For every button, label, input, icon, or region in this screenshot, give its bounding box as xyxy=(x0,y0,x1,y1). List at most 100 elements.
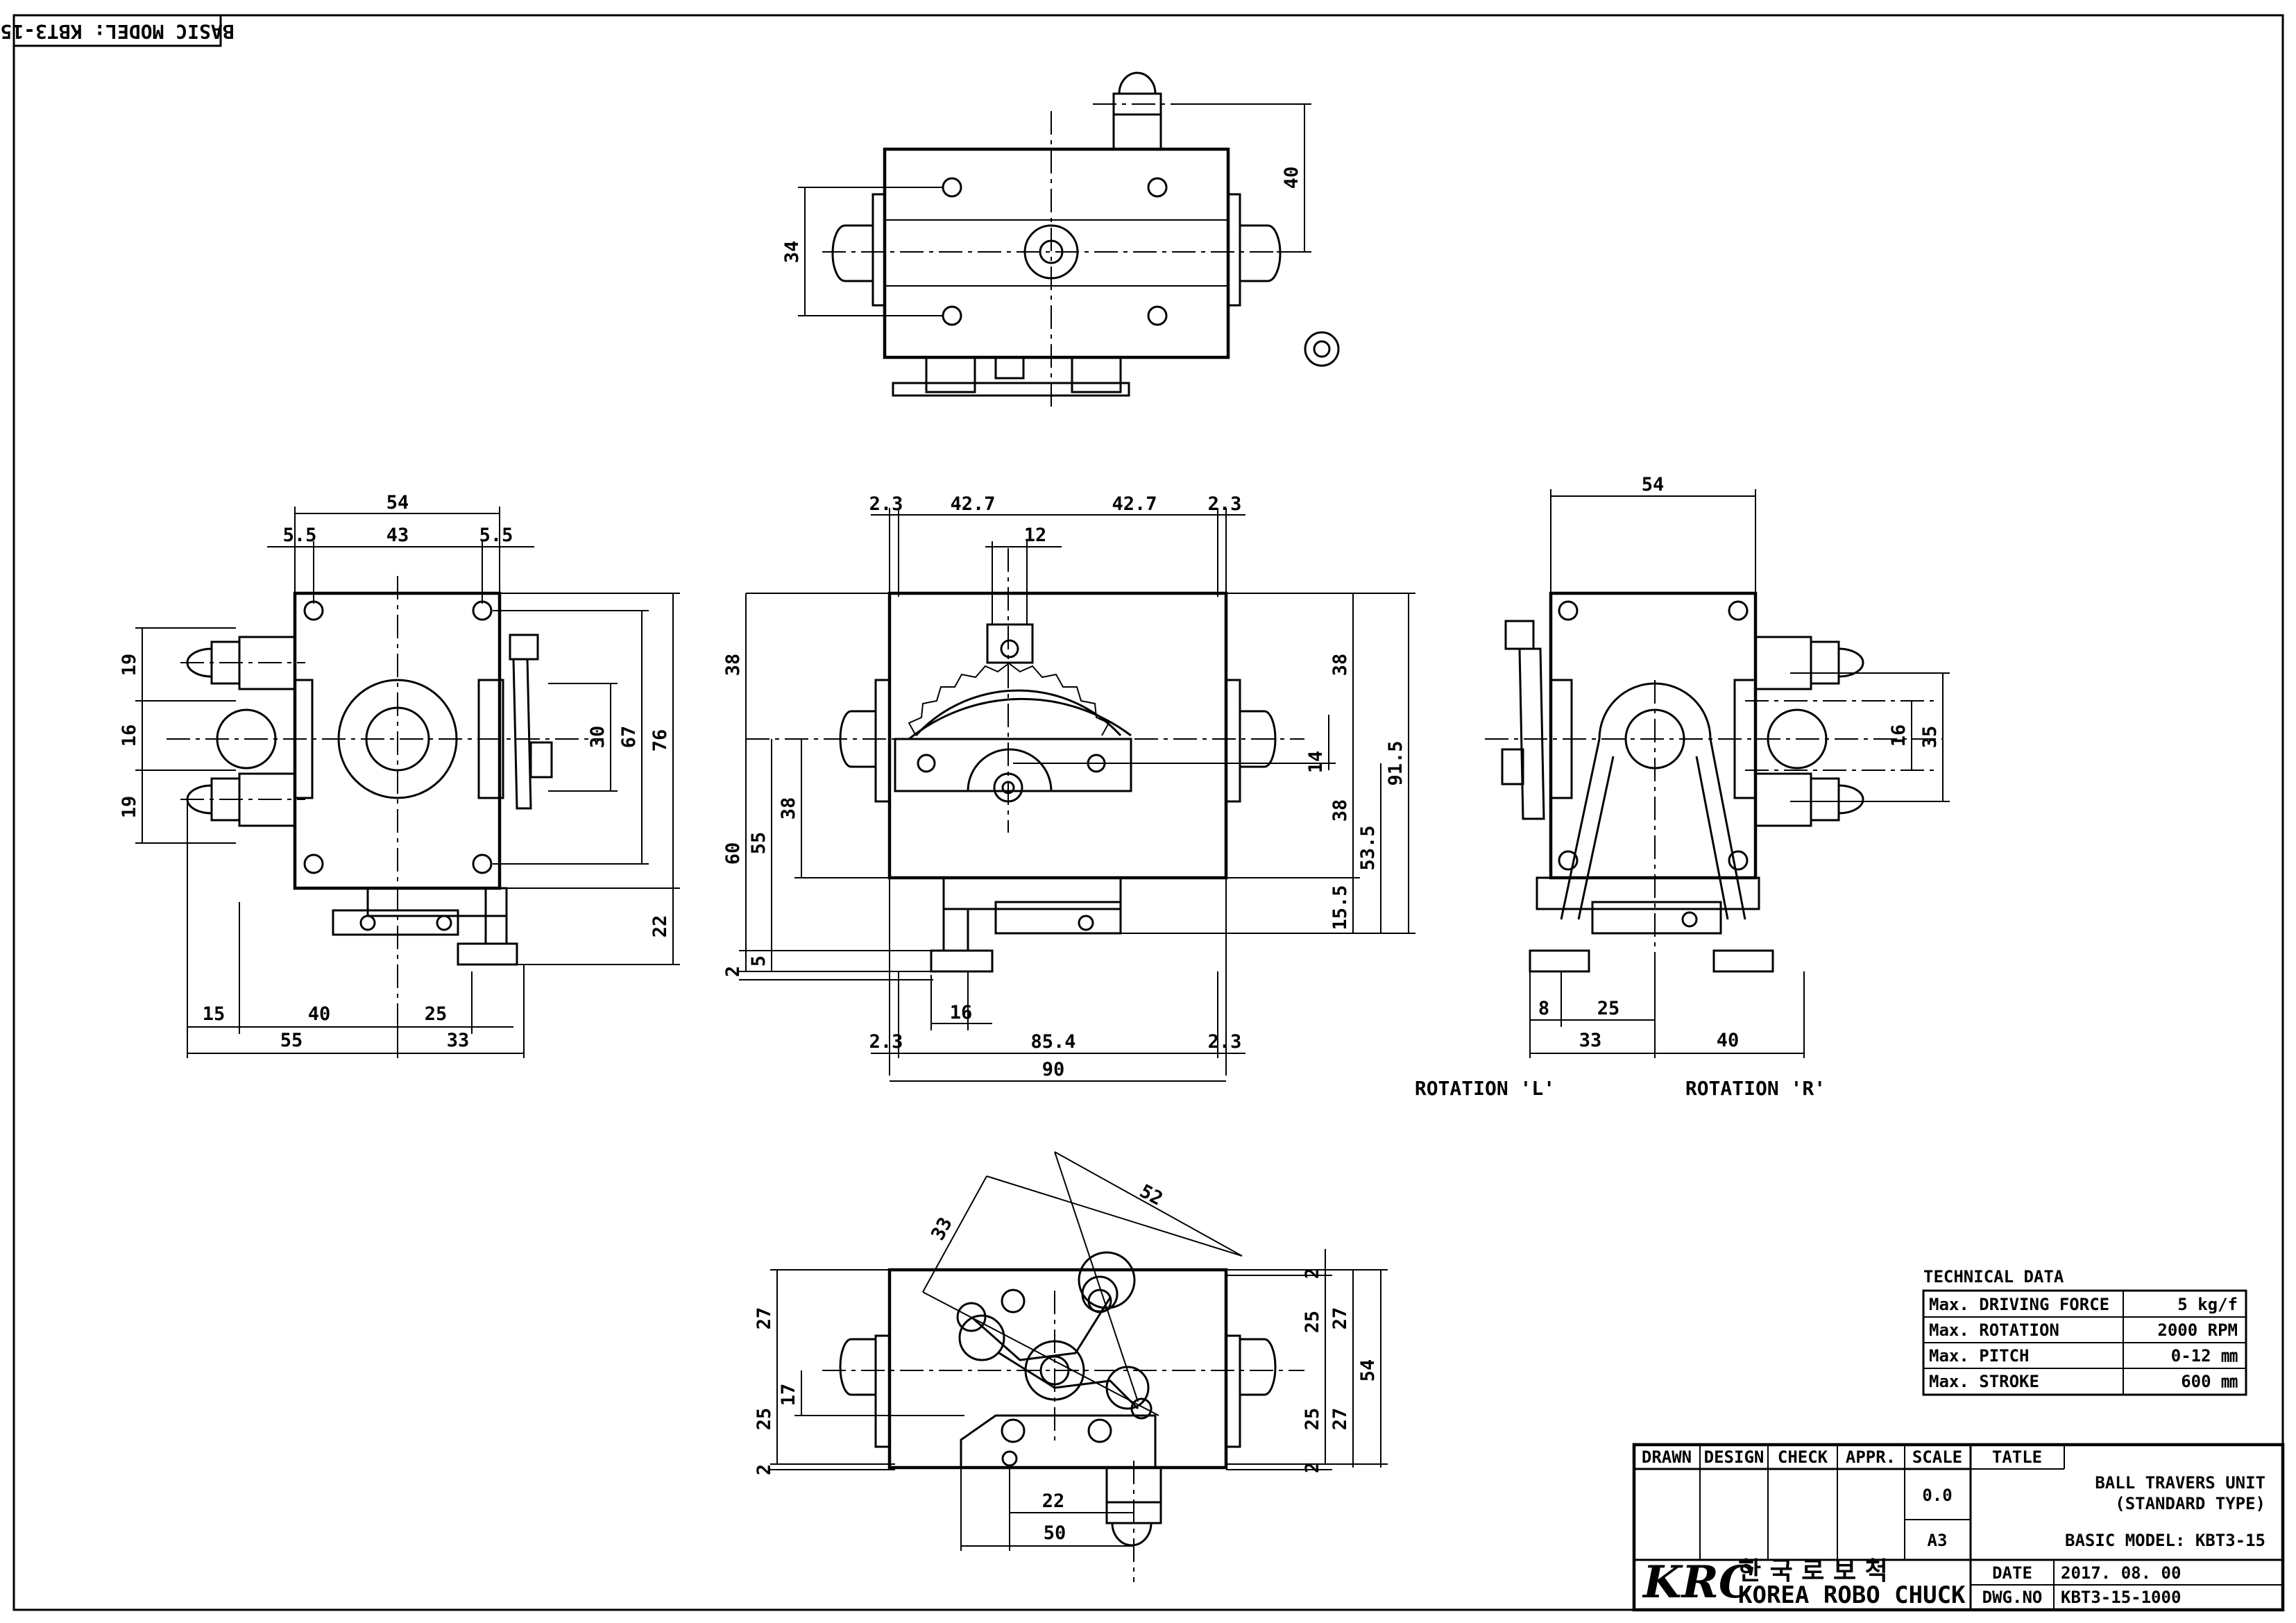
top-view: 40 34 xyxy=(781,71,1340,409)
dim-text: 25 xyxy=(1302,1408,1323,1431)
tech-row-value: 5 kg/f xyxy=(2177,1295,2238,1314)
tb-header-appr: APPR. xyxy=(1846,1447,1896,1467)
dim-text: 16 xyxy=(1888,724,1910,747)
dim-text: 43 xyxy=(386,525,409,546)
tb-paper-size: A3 xyxy=(1928,1531,1948,1550)
tb-header-check: CHECK xyxy=(1778,1447,1828,1467)
dim-text: 14 xyxy=(1305,751,1327,774)
tb-header-scale: SCALE xyxy=(1912,1447,1962,1467)
tb-header-design: DESIGN xyxy=(1704,1447,1764,1467)
dim-text: 19 xyxy=(119,796,140,819)
dim-text: 85.4 xyxy=(1030,1031,1075,1053)
corner-label-text: BASIC MODEL: KBT3-15 xyxy=(0,20,234,43)
tb-header-drawn: DRAWN xyxy=(1642,1447,1692,1467)
dim-text: 30 xyxy=(587,726,609,749)
dim-text: 16 xyxy=(950,1002,973,1023)
tb-title-line2: (STANDARD TYPE) xyxy=(2115,1494,2265,1513)
dim-text: 33 xyxy=(1579,1030,1602,1051)
dim-text: 2 xyxy=(1302,1462,1323,1473)
rotation-r-label: ROTATION 'R' xyxy=(1685,1077,1826,1100)
tb-company-english: KOREA ROBO CHUCK xyxy=(1738,1581,1966,1609)
sheet-border xyxy=(12,14,2284,1611)
dim-text: 54 xyxy=(1357,1359,1379,1382)
dim-text: 2 xyxy=(722,966,744,977)
dim-text: 27 xyxy=(1329,1408,1351,1431)
tech-row-name: Max. STROKE xyxy=(1929,1372,2039,1391)
dim-text: 90 xyxy=(1042,1059,1065,1080)
dim-text: 38 xyxy=(778,797,799,820)
dim-text: 15 xyxy=(203,1003,226,1025)
dim-text: 55 xyxy=(280,1030,303,1051)
dim-text: 25 xyxy=(1302,1311,1323,1334)
tech-row-name: Max. ROTATION xyxy=(1929,1320,2059,1340)
dim-text: 38 xyxy=(1329,654,1351,677)
tb-date-value: 2017. 08. 00 xyxy=(2061,1563,2181,1583)
technical-data-title: TECHNICAL DATA xyxy=(1923,1267,2064,1286)
dim-text: 12 xyxy=(1024,525,1047,546)
dim-text: 19 xyxy=(119,654,140,677)
dim-text: 67 xyxy=(618,726,640,749)
dim-text: 22 xyxy=(649,915,671,938)
dim-text: 25 xyxy=(754,1408,775,1431)
dim-text: 15.5 xyxy=(1329,885,1351,930)
dim-text: 2.3 xyxy=(1208,493,1242,515)
dim-text: 38 xyxy=(722,654,744,677)
dim-text: 27 xyxy=(1329,1307,1351,1330)
dim-text: 27 xyxy=(754,1307,775,1330)
tb-tatle-label: TATLE xyxy=(1992,1447,2042,1467)
tech-row-value: 2000 RPM xyxy=(2157,1320,2238,1340)
tb-title-line1: BALL TRAVERS UNIT xyxy=(2095,1473,2265,1493)
dim-text: 2.3 xyxy=(869,493,903,515)
technical-data-table: TECHNICAL DATA Max. DRIVING FORCE 5 kg/f… xyxy=(1922,1267,2247,1396)
tb-basic-model: BASIC MODEL: KBT3-15 xyxy=(2065,1531,2265,1550)
dim-text: 25 xyxy=(425,1003,448,1025)
dim-text: 2 xyxy=(754,1464,775,1475)
dim-text: 5.5 xyxy=(479,525,513,546)
dim-text: 40 xyxy=(1717,1030,1740,1051)
dim-text: 53.5 xyxy=(1357,825,1379,870)
dim-text: 33 xyxy=(447,1030,470,1051)
left-view: 54 43 5.5 5.5 19 16 19 30 67 76 22 xyxy=(119,492,680,1058)
dim-text: 22 xyxy=(1042,1490,1065,1512)
tb-scale-value: 0.0 xyxy=(1922,1486,1952,1505)
tech-row-value: 0-12 ㎜ xyxy=(2171,1346,2238,1366)
dim-text: 5 xyxy=(748,955,769,967)
dim-text: 8 xyxy=(1538,998,1549,1019)
dim-text: 55 xyxy=(748,832,769,855)
dim-text: 34 xyxy=(781,241,803,264)
title-block: DRAWN DESIGN CHECK APPR. SCALE 0.0 A3 TA… xyxy=(1632,1443,2285,1612)
tb-dwg-value: KBT3-15-1000 xyxy=(2061,1588,2181,1607)
tech-row-name: Max. PITCH xyxy=(1929,1346,2030,1366)
right-view: 54 16 35 8 25 33 40 ROTATION 'L' ROTATIO… xyxy=(1415,474,1950,1100)
front-view: 2.3 42.7 42.7 2.3 12 38 38 60 55 2 5 16 … xyxy=(722,493,1415,1082)
dim-text: 25 xyxy=(1597,998,1620,1019)
dim-text: 50 xyxy=(1044,1522,1066,1544)
dim-text: 40 xyxy=(308,1003,331,1025)
dim-text: 54 xyxy=(386,492,409,513)
dim-text: 42.7 xyxy=(1112,493,1157,515)
bottom-view: 33 52 27 17 25 2 22 50 2 25 2 27 25 27 xyxy=(754,1151,1388,1582)
dim-text: 76 xyxy=(649,729,671,752)
dim-text: 2.3 xyxy=(869,1031,903,1053)
dim-text: 54 xyxy=(1642,474,1665,495)
dim-text: 38 xyxy=(1329,799,1351,822)
dim-text: 40 xyxy=(1281,167,1302,189)
rotation-l-label: ROTATION 'L' xyxy=(1415,1077,1555,1100)
dim-text: 16 xyxy=(119,724,140,747)
dim-text: 52 xyxy=(1136,1180,1166,1210)
tech-row-value: 600 ㎜ xyxy=(2181,1372,2238,1391)
tb-dwg-label: DWG.NO xyxy=(1982,1588,2043,1607)
tb-company-korean: 한 국 로 보 척 xyxy=(1738,1557,1888,1586)
krc-logo: KRC xyxy=(1642,1556,1754,1608)
dim-text: 91.5 xyxy=(1385,740,1406,785)
corner-label: BASIC MODEL: KBT3-15 xyxy=(0,14,235,47)
dim-text: 17 xyxy=(778,1384,799,1407)
dim-text: 35 xyxy=(1919,726,1941,749)
dim-text: 5.5 xyxy=(283,525,317,546)
dim-text: 42.7 xyxy=(950,493,995,515)
dim-text: 2.3 xyxy=(1208,1031,1242,1053)
tech-row-name: Max. DRIVING FORCE xyxy=(1929,1295,2109,1314)
tb-date-label: DATE xyxy=(1992,1563,2032,1583)
dim-text: 2 xyxy=(1302,1268,1323,1279)
